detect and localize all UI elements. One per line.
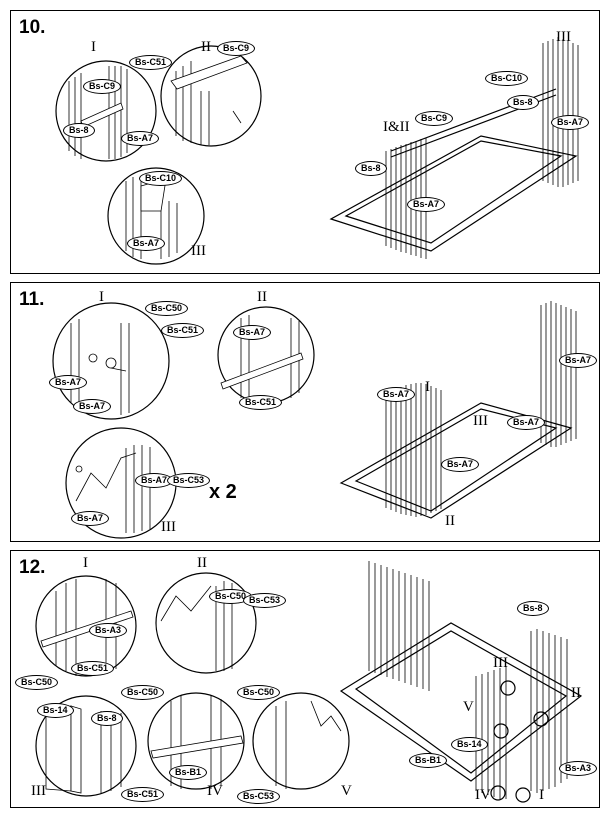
part-label: Bs-14 [37, 703, 74, 718]
part-label: Bs-8 [507, 95, 539, 110]
part-label: Bs-A7 [121, 131, 160, 146]
part-label: Bs-C50 [237, 685, 281, 700]
part-label: Bs-A7 [73, 399, 112, 414]
part-label: Bs-C51 [71, 661, 115, 676]
part-label: Bs-C50 [15, 675, 59, 690]
part-label: Bs-B1 [409, 753, 448, 768]
part-label: Bs-14 [451, 737, 488, 752]
detail-label: I&II [383, 119, 410, 135]
step-11-panel: 11. I II III I III II Bs-C50 Bs-C51 Bs-A… [10, 282, 600, 542]
detail-label: I [83, 555, 88, 571]
part-label: Bs-C9 [415, 111, 454, 126]
part-label: Bs-8 [63, 123, 95, 138]
detail-label: III [31, 783, 46, 799]
step-11-illustration [52, 301, 577, 539]
detail-label: II [201, 39, 211, 55]
step-10-panel: 10. I II III III I&II Bs-C51 Bs-C9 Bs-8 … [10, 10, 600, 274]
part-label: Bs-C51 [129, 55, 173, 70]
part-label: Bs-C10 [485, 71, 529, 86]
detail-label: I [425, 379, 430, 395]
part-label: Bs-A7 [551, 115, 590, 130]
detail-label: II [197, 555, 207, 571]
detail-label: IV [207, 783, 223, 799]
detail-label: V [341, 783, 352, 799]
detail-label: V [463, 699, 474, 715]
detail-label: III [191, 243, 206, 259]
detail-label: III [493, 655, 508, 671]
detail-label: II [445, 513, 455, 529]
detail-label: I [91, 39, 96, 55]
part-label: Bs-A7 [49, 375, 88, 390]
part-label: Bs-C51 [239, 395, 283, 410]
part-label: Bs-C9 [83, 79, 122, 94]
part-label: Bs-C53 [243, 593, 287, 608]
detail-label: III [556, 29, 571, 45]
detail-label: III [161, 519, 176, 535]
part-label: Bs-C10 [139, 171, 183, 186]
part-label: Bs-C51 [121, 787, 165, 802]
step-10-illustration [55, 37, 579, 265]
detail-label: I [99, 289, 104, 305]
part-label: Bs-A3 [559, 761, 598, 776]
detail-label: II [571, 685, 581, 701]
step-12-illustration [35, 561, 583, 803]
part-label: Bs-8 [91, 711, 123, 726]
part-label: Bs-C50 [121, 685, 165, 700]
part-label: Bs-A7 [127, 236, 166, 251]
step-number: 11. [19, 289, 45, 310]
part-label: Bs-C9 [217, 41, 256, 56]
detail-label: I [539, 787, 544, 803]
part-label: Bs-A7 [441, 457, 480, 472]
detail-label: II [257, 289, 267, 305]
part-label: Bs-C51 [161, 323, 205, 338]
part-label: Bs-B1 [169, 765, 208, 780]
part-label: Bs-A7 [377, 387, 416, 402]
part-label: Bs-C53 [167, 473, 211, 488]
part-label: Bs-8 [355, 161, 387, 176]
step-number: 10. [19, 17, 46, 38]
detail-label: III [473, 413, 488, 429]
part-label: Bs-C50 [145, 301, 189, 316]
step-12-panel: 12. I II III IV V III V II IV I Bs-A3 Bs… [10, 550, 600, 808]
part-label: Bs-C50 [209, 589, 253, 604]
part-label: Bs-A7 [559, 353, 598, 368]
part-label: Bs-A7 [135, 473, 174, 488]
detail-label: IV [475, 787, 491, 803]
part-label: Bs-A7 [507, 415, 546, 430]
step-number: 12. [19, 557, 46, 578]
part-label: Bs-8 [517, 601, 549, 616]
part-label: Bs-A3 [89, 623, 128, 638]
multiplier: x 2 [209, 481, 237, 503]
part-label: Bs-A7 [407, 197, 446, 212]
part-label: Bs-C53 [237, 789, 281, 804]
part-label: Bs-A7 [233, 325, 272, 340]
part-label: Bs-A7 [71, 511, 110, 526]
